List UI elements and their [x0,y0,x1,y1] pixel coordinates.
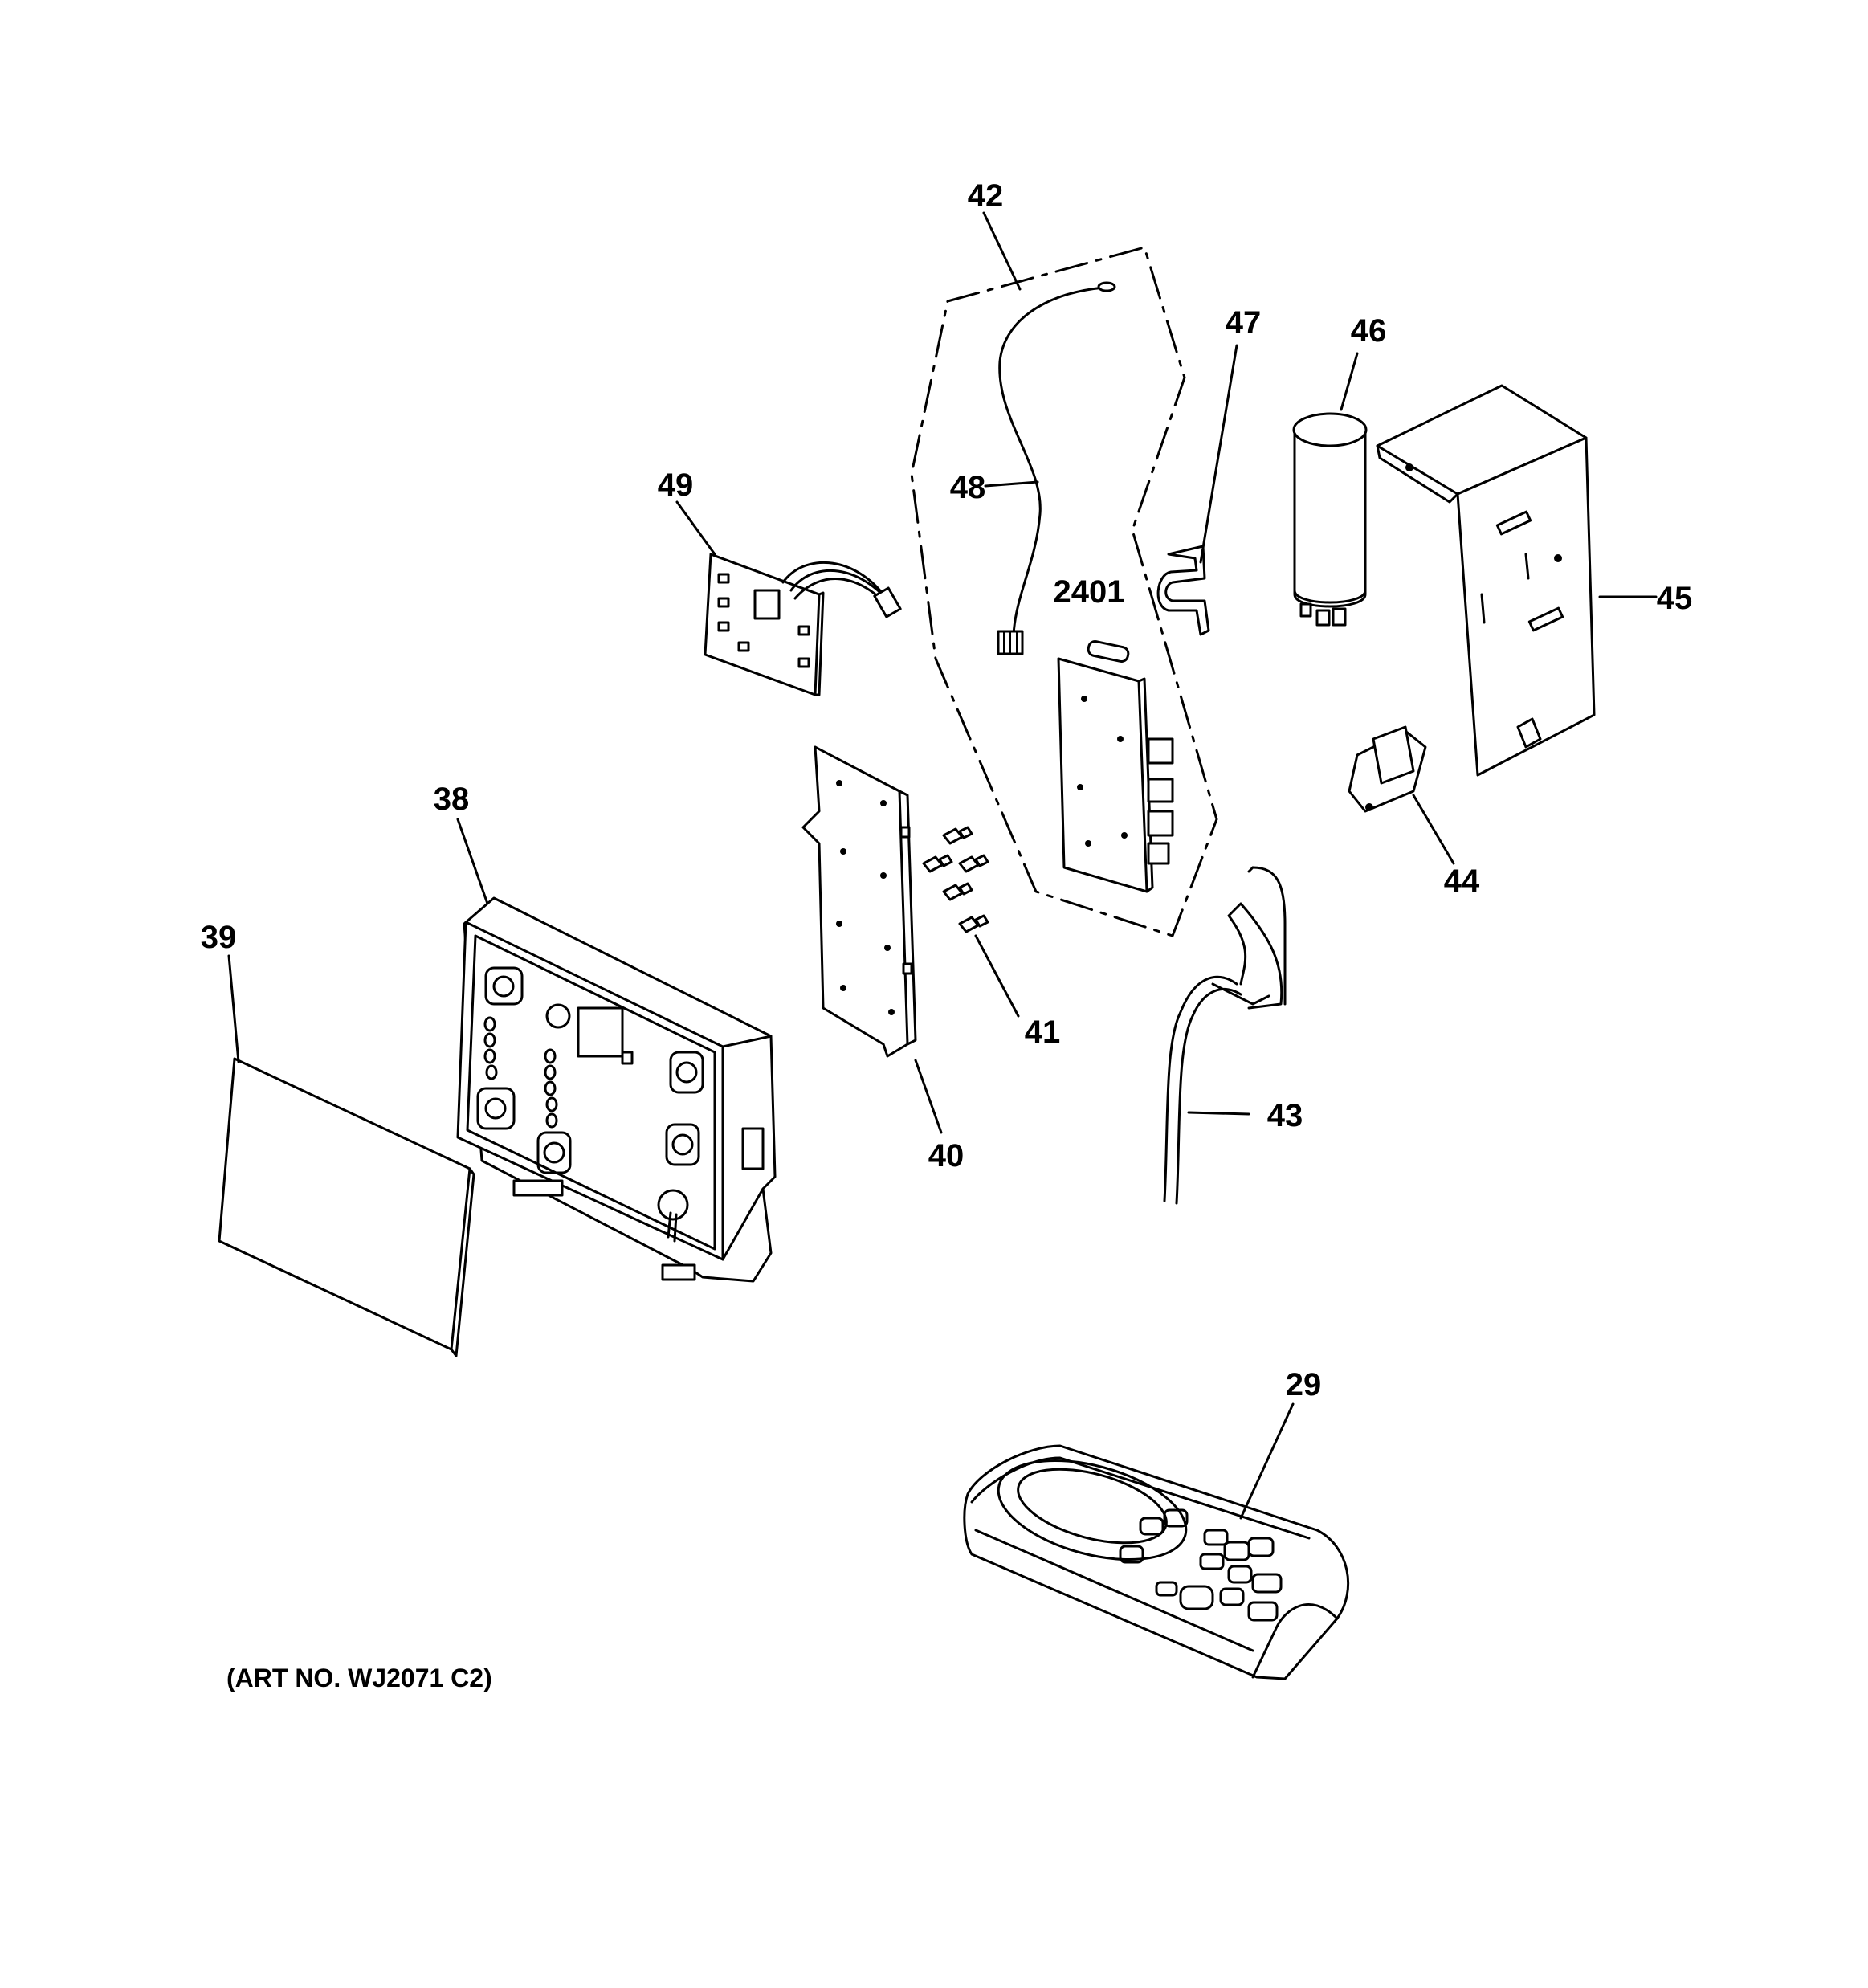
part-29-remote-control [963,1444,1350,1680]
label-47: 47 [1226,305,1262,341]
label-39: 39 [201,920,237,955]
label-2401: 2401 [1054,574,1125,610]
part-43-sensor [1163,866,1287,1205]
part-40-mounting-plate [801,745,917,1058]
label-42: 42 [968,178,1004,214]
assembly-42-boundary [910,246,1218,937]
label-44: 44 [1444,863,1480,899]
part-44-relay [1348,725,1427,813]
part-2401-fuse [1087,639,1130,663]
part-39-panel-lens [218,1057,475,1357]
label-46: 46 [1351,313,1387,349]
part-48-wire-harness [997,281,1116,655]
part-42-control-board [1057,657,1174,893]
part-46-capacitor [1292,412,1368,627]
label-48: 48 [950,470,986,505]
label-45: 45 [1657,581,1693,616]
label-38: 38 [434,782,470,817]
art-number: (ART NO. WJ2071 C2) [226,1663,492,1692]
part-38-control-panel [456,896,777,1283]
part-labels: 42 47 46 49 48 2401 45 38 44 39 41 43 40… [201,178,1693,1402]
part-41-clips [922,826,989,933]
part-49-small-pcb [704,553,902,696]
label-29: 29 [1286,1367,1322,1402]
part-45-bracket [1376,384,1596,777]
label-43: 43 [1267,1098,1303,1133]
label-41: 41 [1025,1014,1061,1050]
label-49: 49 [658,467,694,503]
leader-lines [227,211,1658,1520]
label-40: 40 [928,1138,965,1174]
part-47-clip [1156,545,1210,636]
